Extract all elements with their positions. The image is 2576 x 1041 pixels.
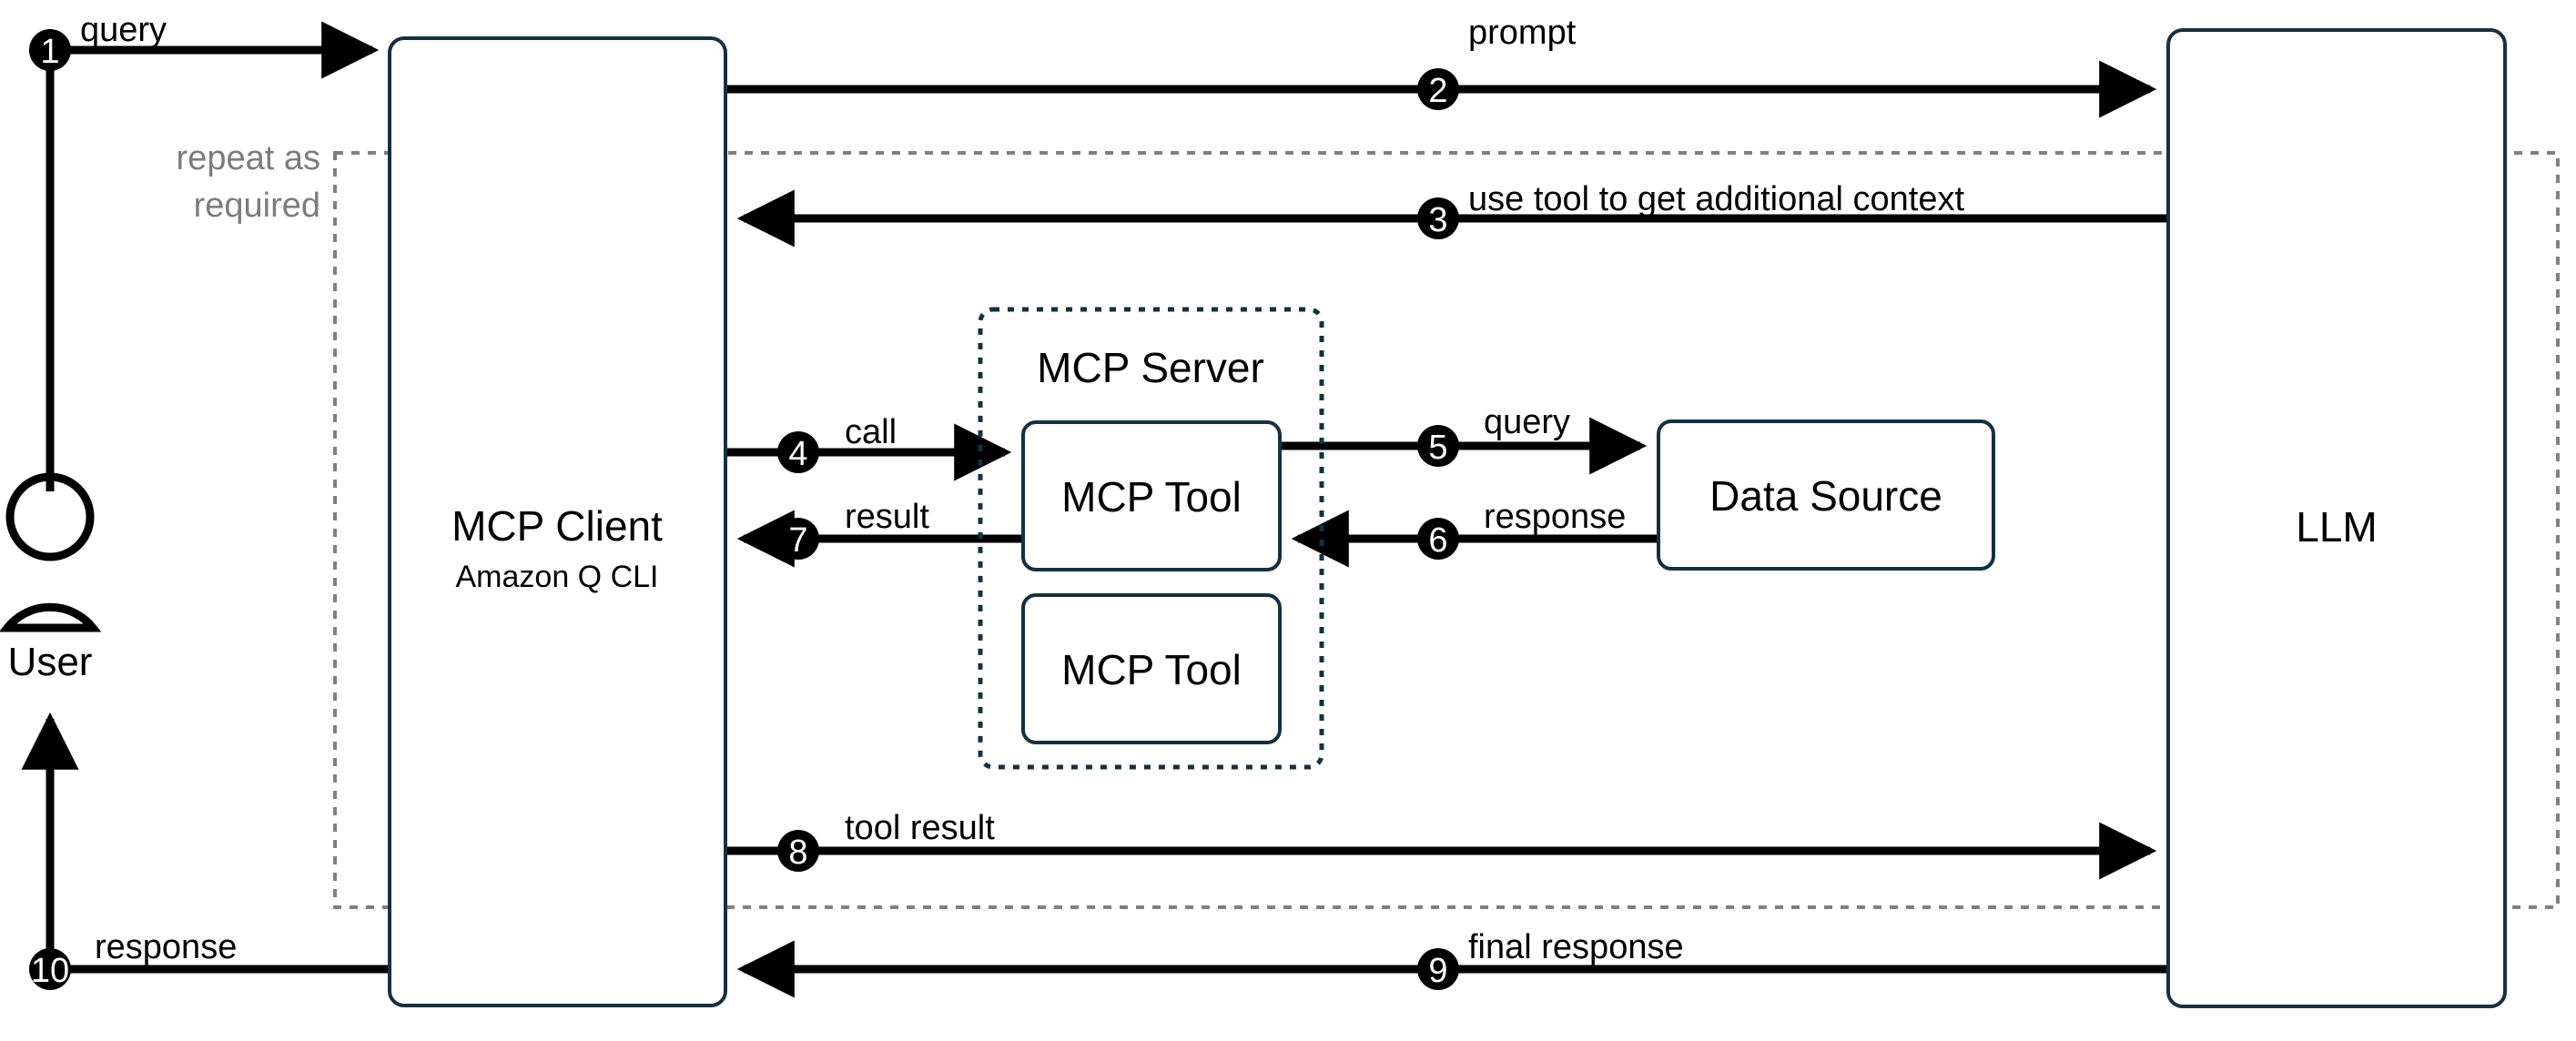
step-marker-6-circle[interactable]: [1417, 518, 1459, 560]
user-actor[interactable]: User: [0, 472, 102, 684]
step-label-3: use tool to get additional context: [1468, 180, 1964, 218]
mcp-tool-1-box[interactable]: [1021, 420, 1282, 571]
step-marker-2[interactable]: 2 prompt: [1417, 14, 1577, 110]
step-label-9: final response: [1468, 928, 1684, 966]
mcp-server-title: MCP Server: [1037, 344, 1264, 391]
mcp-client-title: MCP Client: [451, 502, 663, 550]
step-marker-5[interactable]: 5 query: [1417, 403, 1570, 467]
step-marker-1-number: 1: [40, 33, 59, 71]
repeat-group-label-line1: repeat as: [177, 139, 320, 177]
flow-1-path: [46, 21, 380, 491]
step-marker-2-number: 2: [1428, 72, 1447, 110]
llm-box[interactable]: [2166, 28, 2507, 1008]
step-marker-7-number: 7: [788, 521, 807, 560]
step-marker-7-circle[interactable]: [777, 518, 819, 560]
node-llm[interactable]: LLM: [2166, 28, 2507, 1008]
data-source-box[interactable]: [1657, 419, 1995, 571]
step-marker-5-circle[interactable]: [1417, 425, 1459, 467]
node-mcp-tool-1[interactable]: MCP Tool: [1021, 420, 1282, 571]
step-label-7: result: [845, 498, 929, 536]
step-marker-8-number: 8: [788, 834, 807, 872]
step-marker-4-number: 4: [788, 435, 807, 473]
repeat-group-border: [333, 151, 2560, 909]
step-marker-9-circle[interactable]: [1417, 948, 1459, 990]
step-marker-5-number: 5: [1428, 429, 1447, 467]
step-label-6: response: [1484, 498, 1626, 536]
repeat-group: repeat as required: [177, 139, 2560, 909]
data-source-title: Data Source: [1709, 472, 1942, 520]
step-label-1: query: [80, 11, 167, 49]
step-marker-4-circle[interactable]: [777, 431, 819, 473]
step-label-8: tool result: [845, 809, 995, 847]
step-label-2: prompt: [1468, 14, 1577, 52]
mcp-tool-1-title: MCP Tool: [1061, 473, 1242, 520]
step-marker-1[interactable]: 1 query: [29, 11, 167, 71]
step-marker-3-circle[interactable]: [1417, 197, 1459, 239]
node-data-source[interactable]: Data Source: [1657, 419, 1995, 571]
step-marker-10[interactable]: 10 response: [29, 928, 237, 990]
step-label-10: response: [95, 928, 237, 966]
llm-title: LLM: [2296, 503, 2377, 551]
user-torso-icon: [0, 602, 102, 632]
step-marker-2-circle[interactable]: [1417, 68, 1459, 110]
step-marker-4[interactable]: 4 call: [777, 413, 897, 473]
step-marker-7[interactable]: 7 result: [777, 498, 929, 560]
mcp-tool-2-title: MCP Tool: [1061, 646, 1242, 693]
step-marker-6-number: 6: [1428, 521, 1447, 560]
step-marker-9-number: 9: [1428, 952, 1447, 990]
step-label-5: query: [1484, 403, 1570, 441]
step-marker-3[interactable]: 3 use tool to get additional context: [1417, 180, 1964, 239]
user-actor-label: User: [8, 640, 93, 684]
step-marker-6[interactable]: 6 response: [1417, 498, 1626, 560]
step-marker-3-number: 3: [1428, 201, 1447, 239]
mcp-client-box[interactable]: [388, 36, 727, 1007]
node-mcp-tool-2[interactable]: MCP Tool: [1021, 593, 1282, 744]
step-label-4: call: [845, 413, 897, 451]
step-marker-10-number: 10: [31, 952, 69, 990]
user-head-icon: [5, 472, 95, 561]
step-marker-10-circle[interactable]: [29, 948, 71, 990]
mcp-server-border[interactable]: [978, 307, 1324, 770]
flow-1-query: [46, 21, 380, 491]
node-mcp-server[interactable]: MCP Server MCP Tool MCP Tool: [978, 307, 1324, 770]
step-marker-8[interactable]: 8 tool result: [777, 809, 995, 872]
mcp-tool-2-box[interactable]: [1021, 593, 1282, 744]
step-marker-9[interactable]: 9 final response: [1417, 928, 1684, 990]
node-mcp-client[interactable]: MCP Client Amazon Q CLI: [388, 36, 727, 1007]
repeat-group-label-line2: required: [194, 187, 320, 225]
user-actor-icon: [0, 472, 102, 632]
mcp-client-subtitle: Amazon Q CLI: [456, 560, 659, 594]
step-marker-1-circle[interactable]: [29, 29, 71, 71]
step-marker-8-circle[interactable]: [777, 830, 819, 872]
